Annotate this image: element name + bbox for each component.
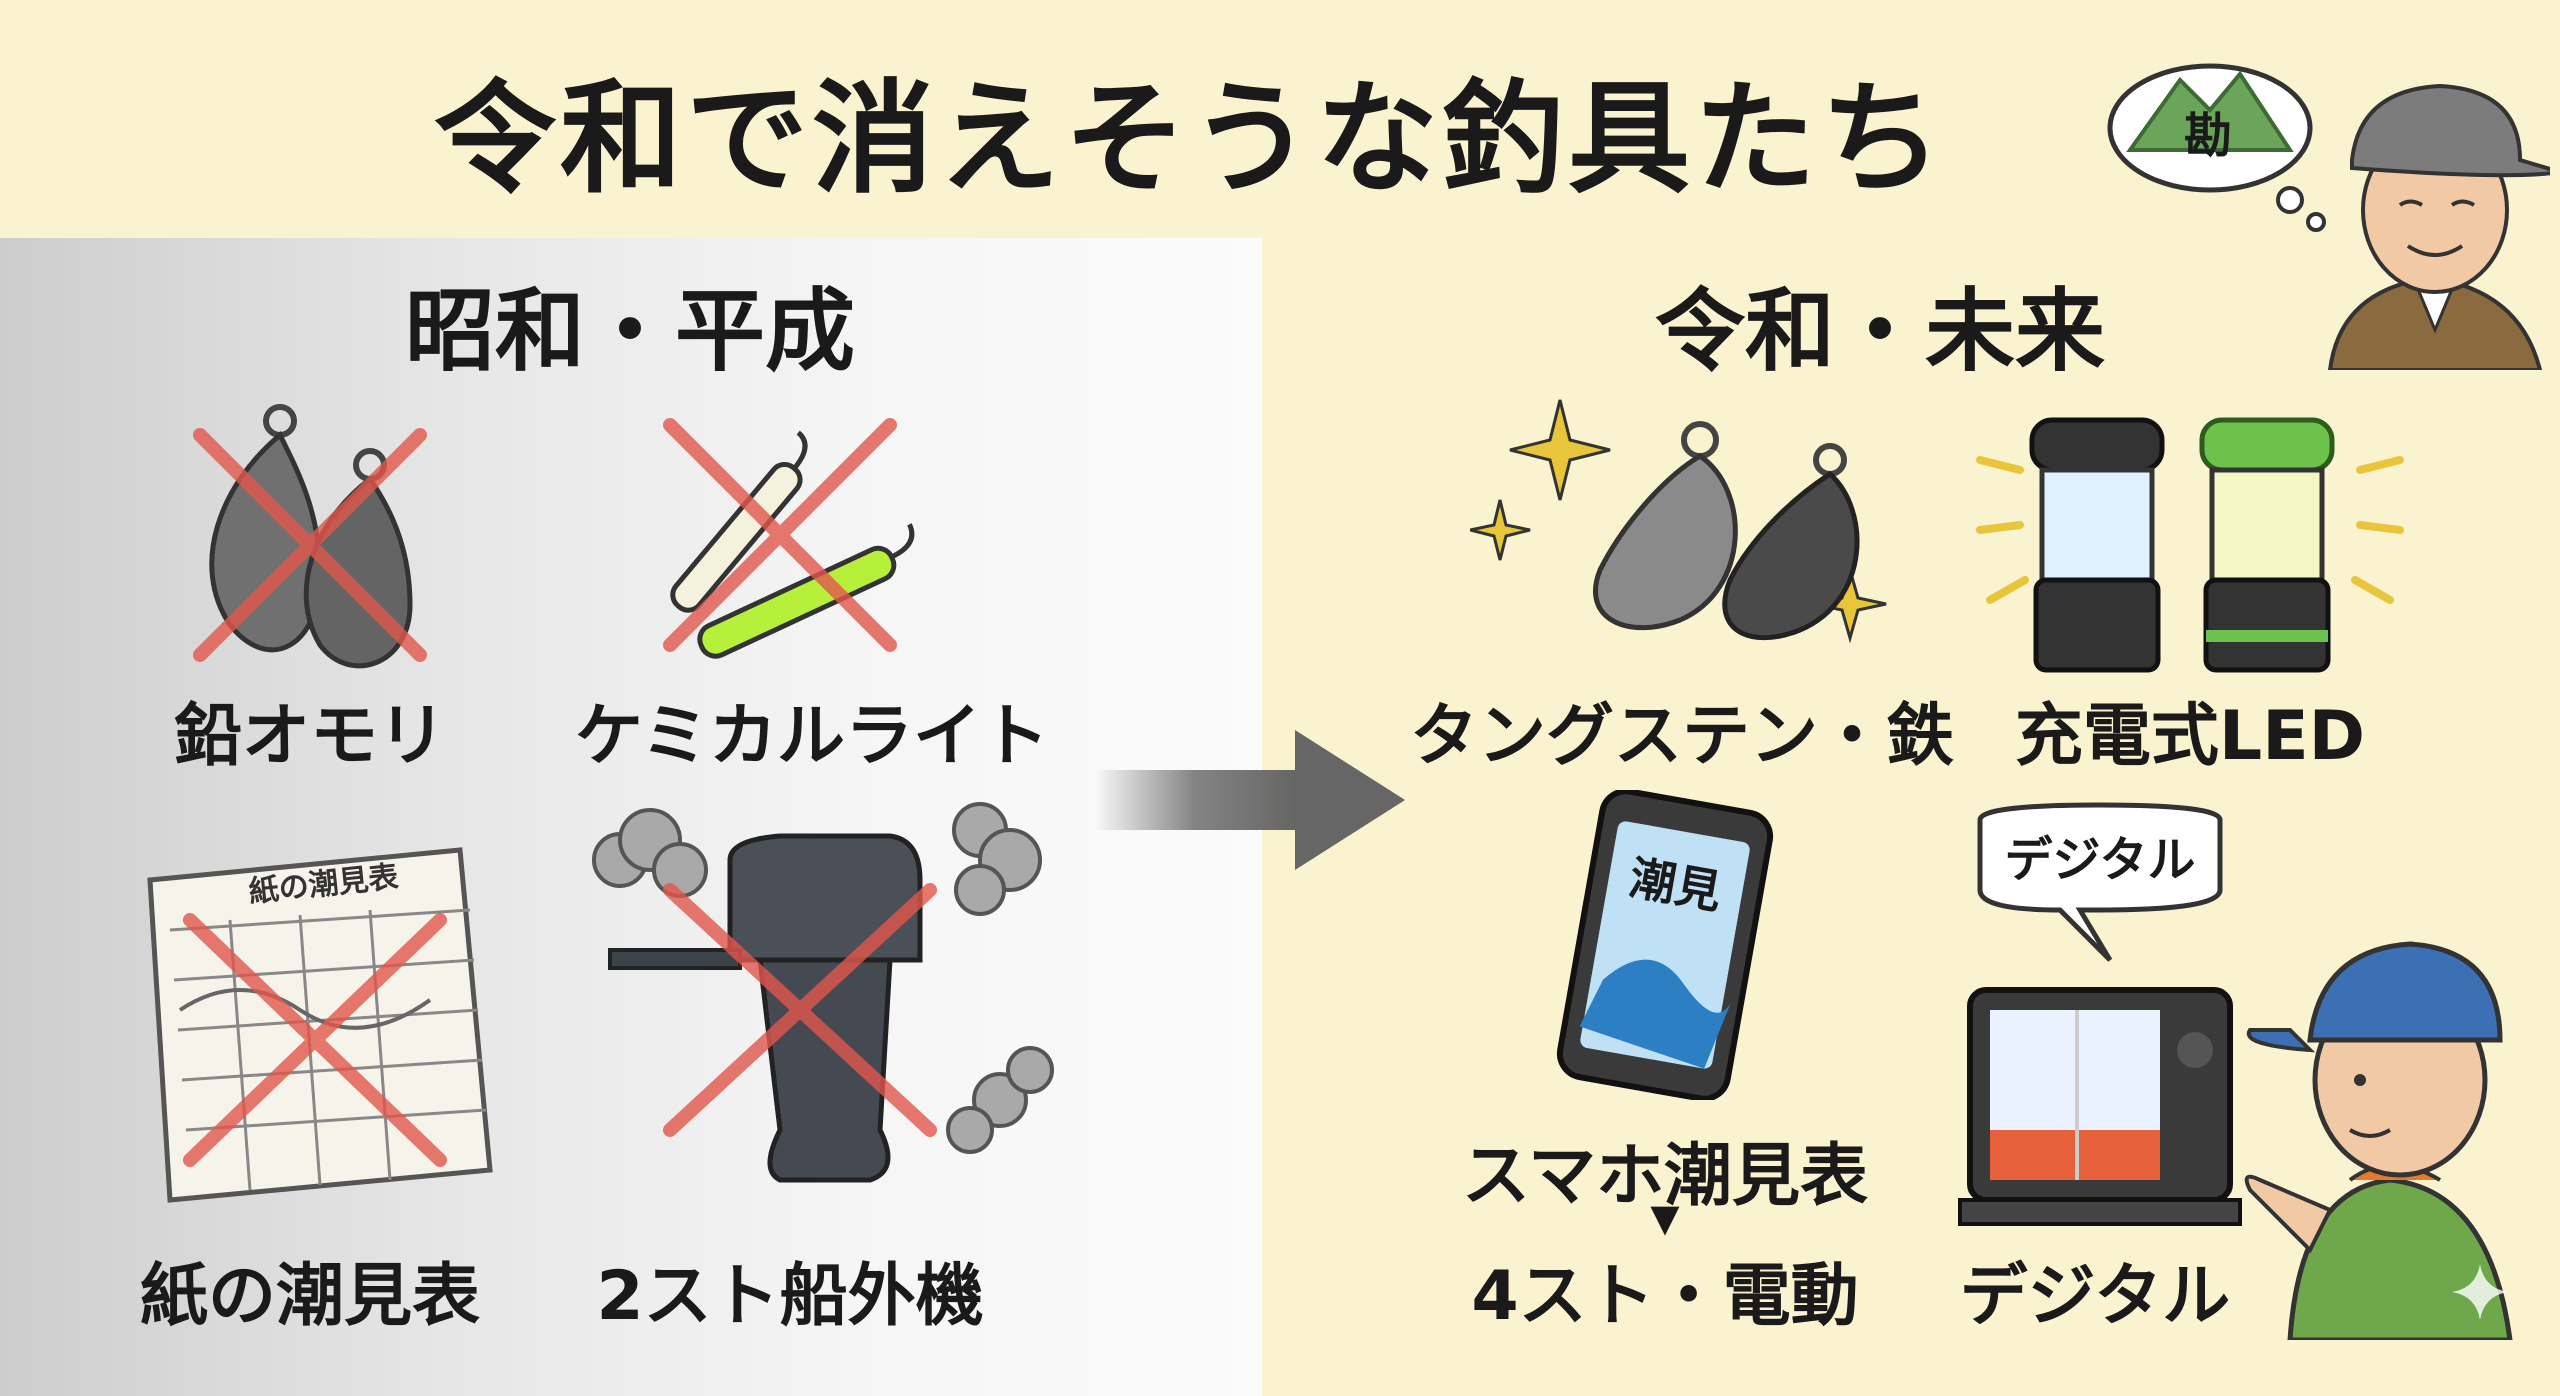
paper-tide-table-icon: 紙の潮見表 [147, 847, 493, 1203]
down-arrow-icon: ▼ [1650, 1196, 1680, 1240]
smartphone-tide-table-icon: 潮見 [1556, 790, 1774, 1100]
thought-bubble: 勘 [2107, 63, 2326, 232]
speech-bubble-icon: デジタル [1977, 802, 2223, 962]
led-lantern-icon [1976, 417, 2404, 673]
left-heading: 昭和・平成 [405, 279, 855, 384]
chemical-light-icon [663, 418, 915, 659]
sparkle-icon [1470, 399, 1887, 644]
cross-mark-icon [183, 913, 447, 1167]
lead-sinker-label: 鉛オモリ [173, 697, 446, 776]
rechargeable-led-label: 充電式LED [2014, 697, 2366, 776]
cross-mark-icon [663, 418, 897, 652]
paper-tide-table-label: 紙の潮見表 [139, 1257, 480, 1336]
sparkle-watermark-icon [2452, 1264, 2508, 1320]
two-stroke-outboard-icon [592, 802, 1054, 1183]
four-stroke-electric-label: 4スト・電動 [1471, 1257, 1859, 1336]
cross-mark-icon [193, 428, 427, 662]
two-stroke-outboard-label: 2スト船外機 [596, 1257, 984, 1336]
old-man [2327, 83, 2550, 370]
tungsten-sinker-icon [1470, 399, 1887, 644]
young-angler [2244, 941, 2513, 1340]
transition-arrow-icon [1095, 730, 1405, 870]
old-man-illustration: 勘 [2107, 63, 2550, 370]
smartphone-tide-label: スマホ潮見表 [1462, 1137, 1868, 1216]
thought-kanji: 勘 [2184, 108, 2232, 164]
page-title: 令和で消えそうな釣具たち [434, 68, 1946, 210]
speech-bubble-text: デジタル [2004, 832, 2195, 888]
glow-rays-icon [1976, 456, 2404, 604]
fish-finder-icon [1958, 941, 2513, 1340]
right-heading: 令和・未来 [1655, 279, 2105, 384]
tungsten-iron-label: タングステン・鉄 [1410, 697, 1955, 776]
cross-mark-icon [663, 883, 937, 1137]
digital-label: デジタル [1959, 1257, 2231, 1336]
chemical-light-label: ケミカルライト [575, 697, 1049, 776]
lead-sinker-icon [193, 404, 427, 669]
